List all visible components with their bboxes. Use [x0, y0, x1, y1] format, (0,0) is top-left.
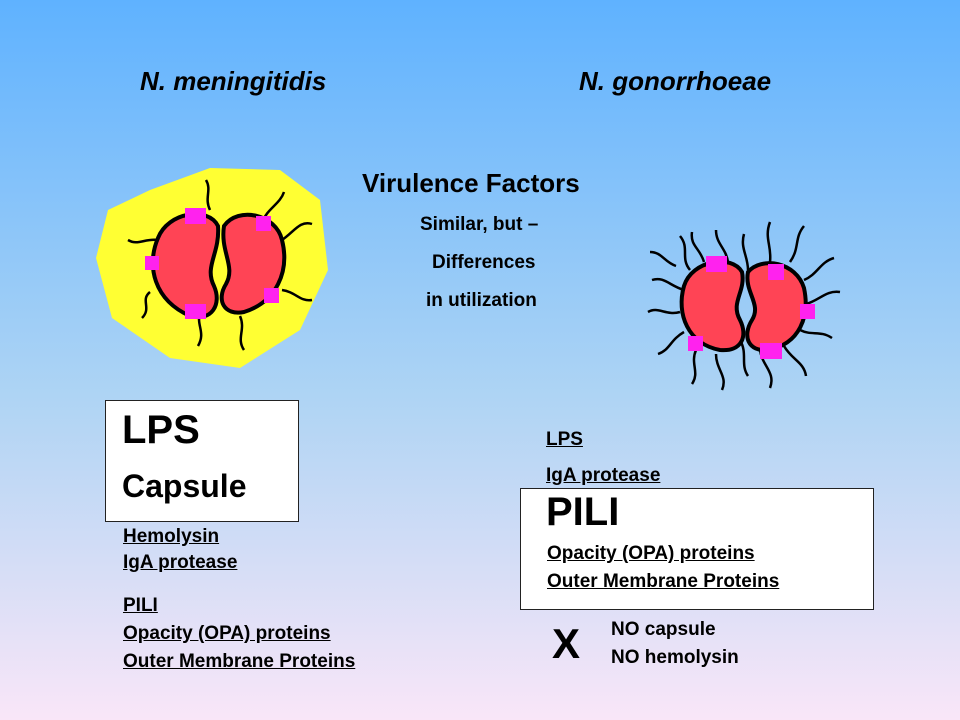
gonorrhoeae-pili-title: PILI [546, 490, 620, 534]
list-item: IgA protease [546, 465, 661, 486]
list-item: NO capsule [611, 619, 716, 640]
gonorrhoeae-diplococcus [679, 256, 815, 359]
meningitidis-diplococcus [145, 208, 287, 320]
title-meningitidis: N. meningitidis [140, 66, 327, 96]
title-gonorrhoeae: N. gonorrhoeae [579, 66, 772, 96]
list-item: Opacity (OPA) proteins [123, 623, 331, 644]
meningitidis-list-1: Hemolysin IgA protease [123, 524, 237, 576]
meningitidis-list-2: PILI Opacity (OPA) proteins Outer Membra… [123, 592, 355, 676]
center-line-2: Differences [432, 252, 536, 273]
list-item: NO hemolysin [611, 647, 739, 668]
virulence-heading: Virulence Factors [362, 168, 580, 198]
center-line-3: in utilization [426, 290, 537, 311]
list-item: Outer Membrane Proteins [547, 571, 780, 592]
list-item: PILI [123, 595, 158, 616]
list-item: Hemolysin [123, 526, 220, 547]
gonorrhoeae-absent-list: NO capsule NO hemolysin [611, 616, 739, 672]
list-item: Opacity (OPA) proteins [547, 543, 755, 564]
center-line-1: Similar, but – [420, 214, 539, 235]
list-item: Outer Membrane Proteins [123, 651, 356, 672]
meningitidis-lps: LPS [122, 408, 200, 452]
list-item: LPS [546, 429, 583, 450]
gonorrhoeae-box-list: Opacity (OPA) proteins Outer Membrane Pr… [547, 540, 779, 596]
meningitidis-primary-box [105, 400, 299, 522]
meningitidis-capsule-label: Capsule [122, 468, 247, 504]
gonorrhoeae-top-list: LPS IgA protease [546, 422, 660, 494]
gonorrhoeae-primary-box [520, 488, 874, 610]
x-mark: X [552, 620, 581, 667]
meningitidis-pili [127, 179, 313, 351]
list-item: IgA protease [123, 552, 238, 573]
